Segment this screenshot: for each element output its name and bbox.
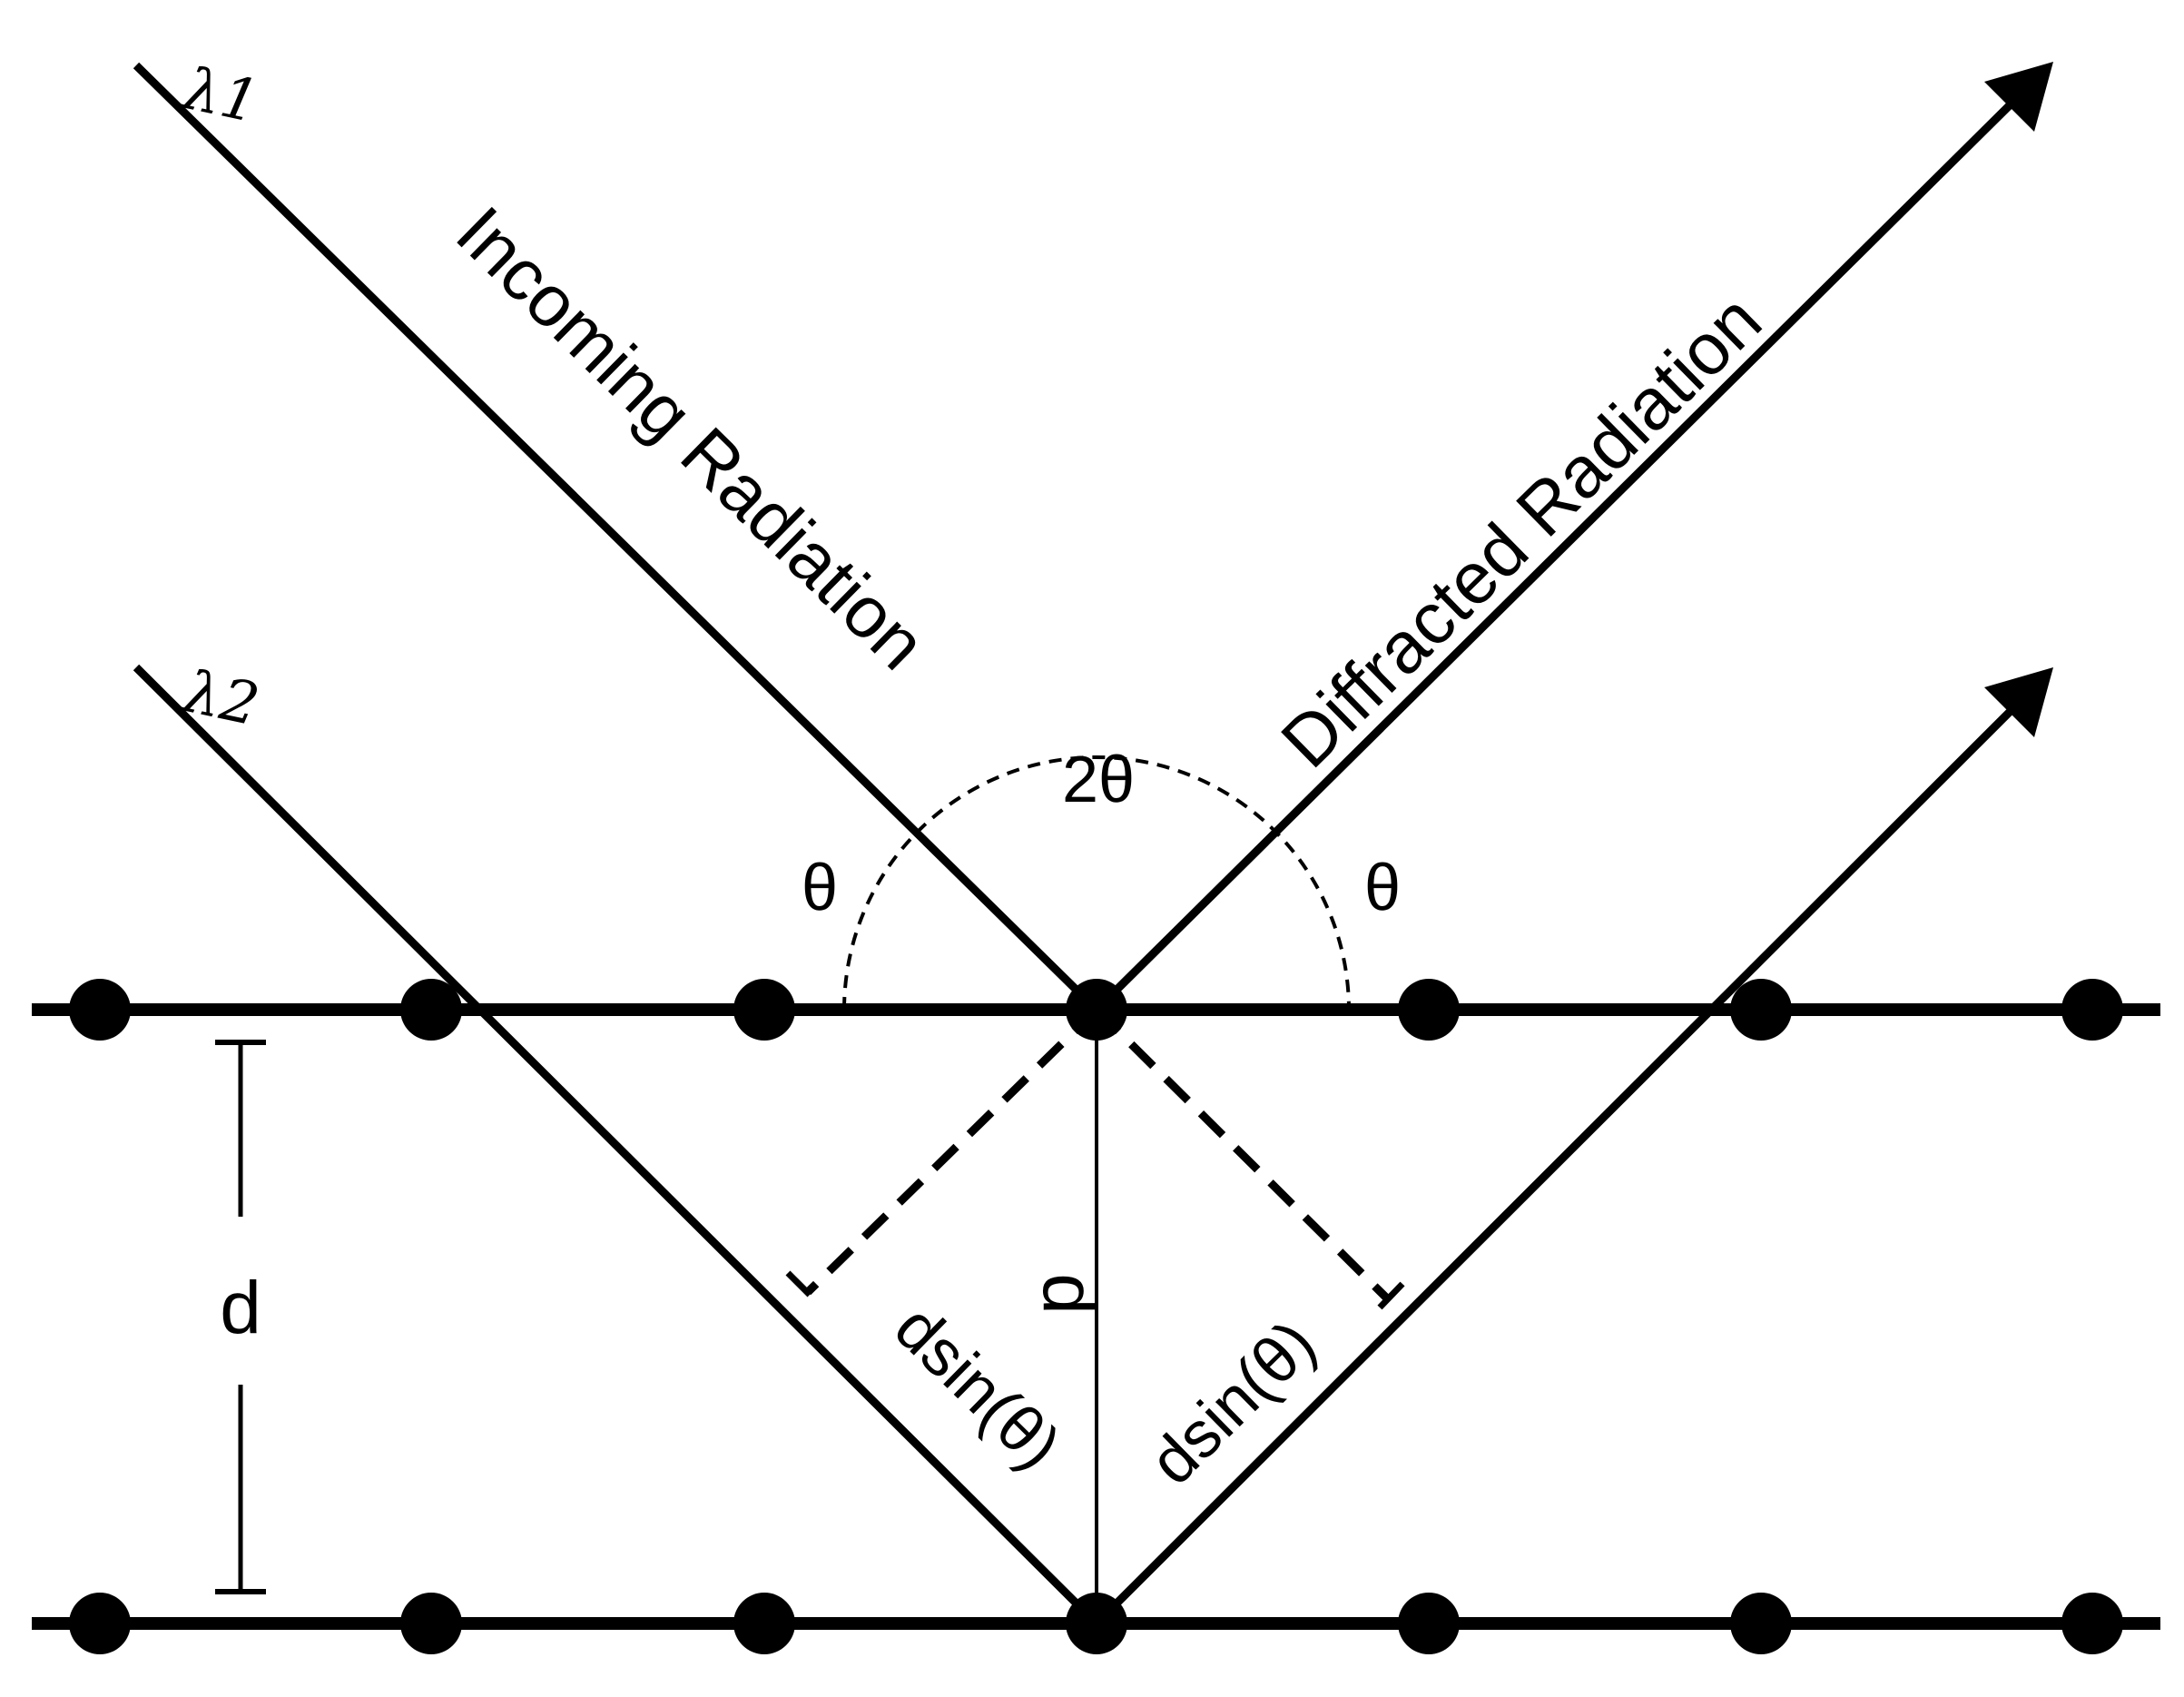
spacing-label-center: d xyxy=(1028,1273,1110,1315)
atom xyxy=(400,1593,462,1654)
dsin-theta-left-label: dsin(θ) xyxy=(880,1291,1074,1483)
spacing-label-left: d xyxy=(220,1267,261,1349)
theta-right-label: θ xyxy=(1364,852,1401,924)
lower-plane-atoms xyxy=(69,1593,2123,1654)
arrowhead-1 xyxy=(1984,62,2053,132)
atom xyxy=(1730,979,1792,1041)
diffracted-ray-2 xyxy=(1093,696,2026,1627)
atom xyxy=(733,1593,795,1654)
atom xyxy=(733,979,795,1041)
atom xyxy=(2061,1593,2123,1654)
incoming-ray-2 xyxy=(133,664,1100,1627)
atom xyxy=(1398,1593,1460,1654)
diffracted-ray-1 xyxy=(1093,89,2026,1013)
incoming-ray-1 xyxy=(133,62,1100,1013)
tick-right xyxy=(1377,1281,1405,1310)
atom xyxy=(1398,979,1460,1041)
arrowhead-2 xyxy=(1984,667,2053,737)
spacing-dimension-left xyxy=(215,1040,266,1594)
path-difference-dash-left xyxy=(804,1006,1100,1296)
atom xyxy=(2061,979,2123,1041)
theta-left-label: θ xyxy=(802,852,838,924)
path-difference-dash-right xyxy=(1093,1006,1391,1302)
atom xyxy=(1730,1593,1792,1654)
diffracted-radiation-label: Diffracted Radiation xyxy=(1266,279,1776,783)
atom xyxy=(69,1593,131,1654)
two-theta-label: 2θ xyxy=(1062,744,1135,816)
dsin-theta-right-label: dsin(θ) xyxy=(1136,1307,1330,1498)
lambda1-label: λ1 xyxy=(176,55,265,137)
lambda2-label: λ2 xyxy=(176,658,265,740)
tick-left xyxy=(785,1270,812,1297)
atom xyxy=(400,979,462,1041)
upper-plane-atoms xyxy=(69,979,2123,1041)
angle-arc xyxy=(842,755,1351,1011)
atom xyxy=(69,979,131,1041)
